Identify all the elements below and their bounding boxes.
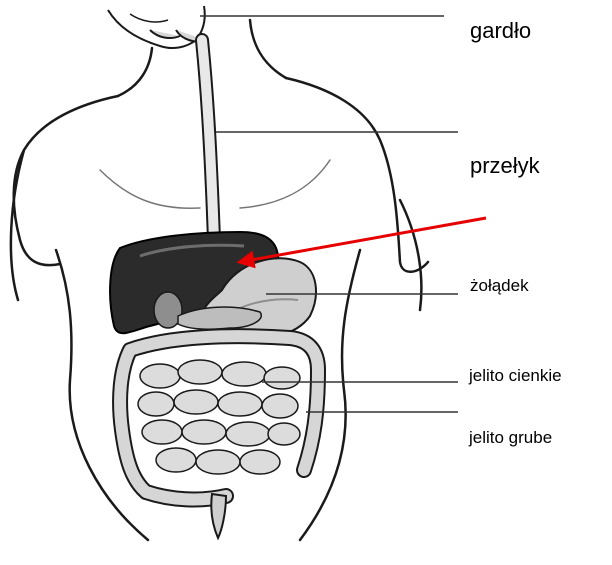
label-stomach: żołądek [470,276,529,296]
rectum [211,494,226,538]
small-intestine [138,360,300,474]
red-arrow-icon [240,218,486,262]
large-intestine-inner [120,336,318,499]
label-small-intestine: jelito cienkie [469,366,562,386]
label-large-intestine: jelito grube [469,428,552,448]
large-intestine [120,336,318,499]
head-fragment [108,6,206,48]
leader-lines [200,16,458,412]
label-esophagus: przełyk [470,153,540,179]
label-throat: gardło [470,18,531,44]
